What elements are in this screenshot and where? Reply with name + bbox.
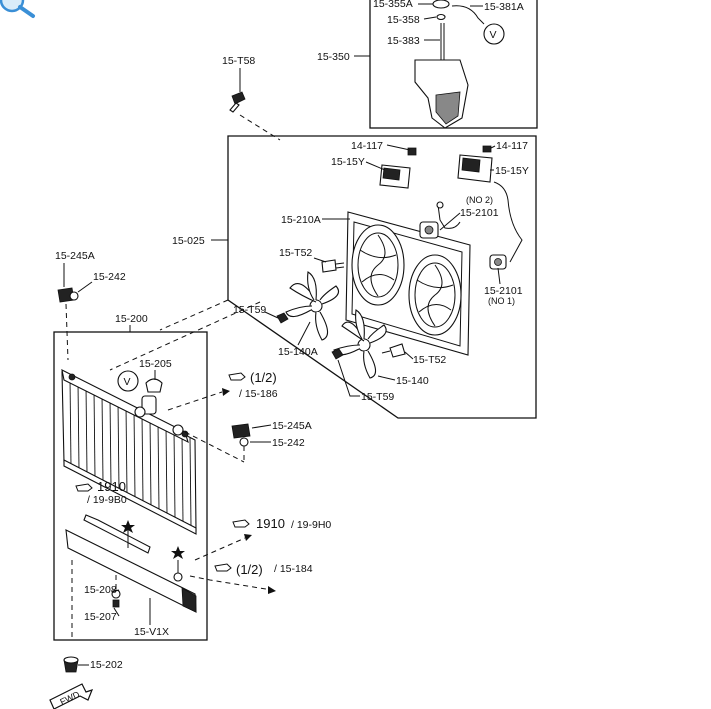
label-15-205[interactable]: 15-205 <box>139 358 172 370</box>
overflow-hose <box>451 5 485 25</box>
radiator-core[interactable] <box>61 371 197 531</box>
label-15-381a[interactable]: 15-381A <box>484 1 524 13</box>
pointing-hand-icon <box>214 563 232 572</box>
label-15-t52-lower[interactable]: 15-T52 <box>413 354 446 366</box>
ref-half-upper[interactable]: (1/2) <box>250 370 277 385</box>
label-15-v1x[interactable]: 15-V1X <box>134 626 169 638</box>
label-15-200[interactable]: 15-200 <box>115 313 148 325</box>
v-mark-radiator-label: V <box>124 376 131 388</box>
label-15-202[interactable]: 15-202 <box>90 659 123 671</box>
label-15-2101-no2[interactable]: 15-2101 <box>460 207 499 219</box>
fwd-arrow-icon: FWD <box>49 683 94 709</box>
radiator-cap-15-205[interactable] <box>145 378 163 393</box>
label-15-350[interactable]: 15-350 <box>317 51 350 63</box>
label-15-245a-lower[interactable]: 15-245A <box>272 420 312 432</box>
fan-assembly-group: 15-025 14-117 14-117 <box>172 135 537 419</box>
label-15-15y-right[interactable]: 15-15Y <box>495 165 529 177</box>
label-15-207[interactable]: 15-207 <box>84 611 117 623</box>
fan-blade-15-140[interactable] <box>333 309 387 379</box>
ref-15-184[interactable]: / 15-184 <box>274 563 313 575</box>
label-15-355a[interactable]: 15-355A <box>373 0 413 10</box>
drain-cap-15-202[interactable] <box>63 656 79 673</box>
label-15-t58[interactable]: 15-T58 <box>222 55 255 67</box>
v-mark-radiator <box>117 370 139 392</box>
label-15-t59-upper[interactable]: 15-T59 <box>233 304 266 316</box>
label-15-208[interactable]: 15-208 <box>84 584 117 596</box>
label-15-140a[interactable]: 15-140A <box>278 346 318 358</box>
label-15-383[interactable]: 15-383 <box>387 35 420 47</box>
fan-assembly-box <box>227 135 537 419</box>
label-14-117-left[interactable]: 14-117 <box>351 140 383 152</box>
ref-19-9b0[interactable]: / 19-9B0 <box>87 494 127 506</box>
label-15-140[interactable]: 15-140 <box>396 375 429 387</box>
label-15-245a-upper[interactable]: 15-245A <box>55 250 95 262</box>
v-mark <box>483 23 505 45</box>
ref-19-9h0[interactable]: / 19-9H0 <box>291 519 331 531</box>
label-15-15y-left[interactable]: 15-15Y <box>331 156 365 168</box>
label-15-t59-lower[interactable]: 15-T59 <box>361 391 394 403</box>
ref-15-184-group: (1/2) / 15-184 <box>189 562 313 594</box>
star-icon <box>121 520 135 533</box>
ref-19-9h0-group: 1910 / 19-9H0 <box>194 516 331 561</box>
ref-half-lower[interactable]: (1/2) <box>236 562 263 577</box>
label-15-358[interactable]: 15-358 <box>387 14 420 26</box>
mount-bracket-lower: 15-245A 15-242 <box>184 420 312 463</box>
star-icon <box>171 546 185 559</box>
reservoir-tank-group: V 15-355A 15-358 15-381A 15-383 15-350 <box>317 0 538 129</box>
label-15-242-lower[interactable]: 15-242 <box>272 437 305 449</box>
radiator-group: 15-200 <box>53 313 208 641</box>
mount-bracket-upper: 15-245A 15-242 <box>55 250 126 361</box>
ref-1910-upper[interactable]: 1910 <box>97 479 126 494</box>
label-15-025[interactable]: 15-025 <box>172 235 205 247</box>
pointing-hand-icon <box>232 519 250 528</box>
label-15-242-upper[interactable]: 15-242 <box>93 271 126 283</box>
bolt-15-t58: 15-T58 <box>222 55 281 141</box>
fan-blade-15-140a[interactable] <box>285 271 340 341</box>
v-mark-label: V <box>490 29 497 41</box>
label-15-210a[interactable]: 15-210A <box>281 214 321 226</box>
reservoir-box <box>369 0 538 129</box>
label-14-117-right[interactable]: 14-117 <box>496 140 528 152</box>
pointing-hand-icon <box>228 372 246 381</box>
ref-15-186[interactable]: / 15-186 <box>239 388 278 400</box>
zoom-icon[interactable] <box>0 0 35 18</box>
ref-1910-lower[interactable]: 1910 <box>256 516 285 531</box>
label-15-t52-upper[interactable]: 15-T52 <box>279 247 312 259</box>
pointing-hand-icon <box>75 483 93 492</box>
ref-15-186-group: (1/2) / 15-186 <box>167 370 278 411</box>
label-no-2: (NO 2) <box>466 195 493 205</box>
label-15-2101-no1[interactable]: 15-2101 <box>484 285 523 297</box>
label-no-1: (NO 1) <box>488 296 515 306</box>
